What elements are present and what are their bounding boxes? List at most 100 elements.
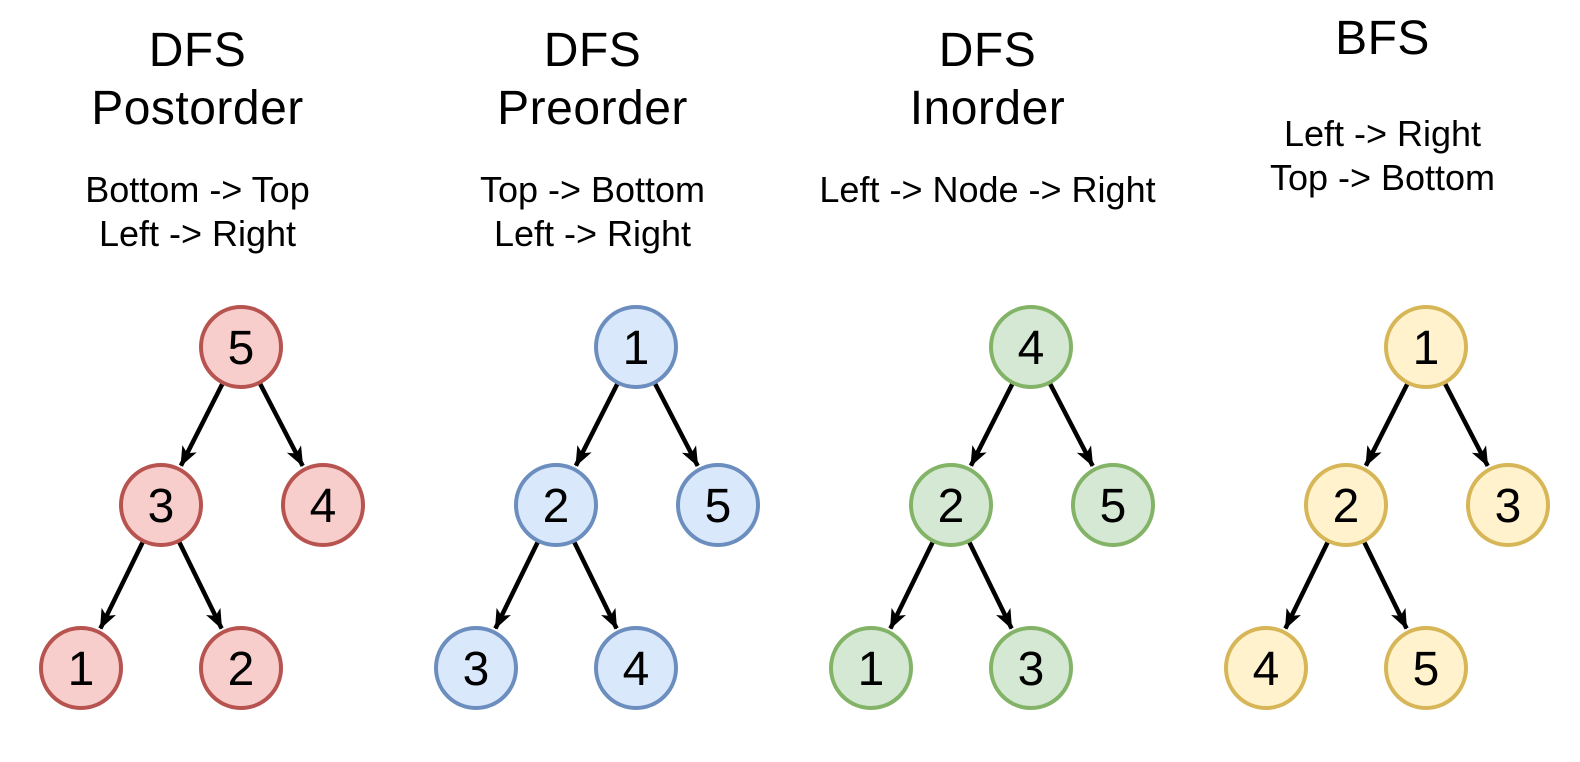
- node-value: 2: [1332, 480, 1359, 533]
- tree-node-left_left: 1: [38, 626, 123, 710]
- binary-tree-svg: 5 3 4 1 2: [38, 305, 365, 710]
- node-circle: [908, 463, 993, 547]
- tree-edge-arrow: [176, 540, 224, 630]
- binary-tree-svg: 1 2 5 3 4: [433, 305, 760, 710]
- node-circle: [198, 305, 283, 389]
- node-value: 5: [1099, 480, 1126, 533]
- column-dfs-preorder: DFS Preorder Top -> Bottom Left -> Right…: [395, 0, 790, 762]
- tree-edge-arrow: [571, 540, 619, 630]
- column-title: DFS Preorder: [497, 24, 688, 135]
- column-title: DFS Postorder: [91, 24, 304, 135]
- tree-edge-arrow: [1361, 540, 1409, 630]
- node-value: 1: [622, 322, 649, 375]
- node-value: 4: [1252, 643, 1279, 696]
- node-value: 3: [462, 643, 489, 696]
- binary-tree-svg: 1 2 3 4 5: [1223, 305, 1550, 710]
- node-circle: [118, 463, 203, 547]
- node-value: 5: [1412, 643, 1439, 696]
- node-circle: [1223, 626, 1308, 710]
- node-value: 1: [857, 643, 884, 696]
- node-value: 3: [1494, 480, 1521, 533]
- node-circle: [988, 626, 1073, 710]
- node-circle: [38, 626, 123, 710]
- tree-node-left: 2: [908, 463, 993, 547]
- tree-edge-arrow: [1363, 382, 1410, 467]
- column-header: DFS Inorder Left -> Node -> Right: [790, 0, 1185, 297]
- tree-node-right: 5: [1070, 463, 1155, 547]
- node-circle: [198, 626, 283, 710]
- node-circle: [593, 626, 678, 710]
- node-value: 2: [937, 480, 964, 533]
- tree-node-left: 2: [513, 463, 598, 547]
- tree-node-left: 2: [1303, 463, 1388, 547]
- tree-node-root: 5: [198, 305, 283, 389]
- column-subtitle: Bottom -> Top Left -> Right: [85, 169, 310, 254]
- node-value: 3: [1017, 643, 1044, 696]
- column-dfs-inorder: DFS Inorder Left -> Node -> Right 4 2 5 1 3: [790, 0, 1185, 762]
- node-value: 3: [147, 480, 174, 533]
- tree-node-root: 1: [593, 305, 678, 389]
- node-circle: [1070, 463, 1155, 547]
- node-value: 5: [704, 480, 731, 533]
- node-circle: [433, 626, 518, 710]
- node-circle: [828, 626, 913, 710]
- node-value: 2: [542, 480, 569, 533]
- node-circle: [1383, 305, 1468, 389]
- node-value: 4: [622, 643, 649, 696]
- tree-edge-arrow: [1047, 382, 1095, 467]
- tree-dfs-postorder: 5 3 4 1 2: [13, 297, 383, 717]
- tree-edge-arrow: [966, 540, 1014, 630]
- node-value: 5: [227, 322, 254, 375]
- column-header: BFS Left -> Right Top -> Bottom: [1185, 0, 1580, 297]
- node-circle: [1465, 463, 1550, 547]
- tree-edge-arrow: [652, 382, 700, 467]
- node-value: 1: [1412, 322, 1439, 375]
- column-subtitle: Left -> Right Top -> Bottom: [1269, 113, 1496, 198]
- column-header: DFS Postorder Bottom -> Top Left -> Righ…: [0, 0, 395, 297]
- tree-node-right: 4: [280, 463, 365, 547]
- tree-dfs-preorder: 1 2 5 3 4: [408, 297, 778, 717]
- tree-dfs-inorder: 4 2 5 1 3: [803, 297, 1173, 717]
- tree-node-left_left: 4: [1223, 626, 1308, 710]
- node-circle: [1383, 626, 1468, 710]
- node-circle: [593, 305, 678, 389]
- tree-bfs: 1 2 3 4 5: [1198, 297, 1568, 717]
- tree-edge-arrow: [573, 382, 620, 467]
- column-subtitle: Left -> Node -> Right: [819, 169, 1156, 210]
- tree-edge-arrow: [97, 540, 145, 630]
- node-value: 4: [1017, 322, 1044, 375]
- tree-edge-arrow: [1282, 540, 1330, 630]
- tree-node-right: 3: [1465, 463, 1550, 547]
- tree-node-right: 5: [675, 463, 760, 547]
- tree-node-left_right: 2: [198, 626, 283, 710]
- column-title: BFS: [1335, 12, 1430, 65]
- tree-node-left_right: 4: [593, 626, 678, 710]
- tree-node-left_right: 3: [988, 626, 1073, 710]
- tree-edge-arrow: [257, 382, 305, 467]
- node-circle: [513, 463, 598, 547]
- node-circle: [675, 463, 760, 547]
- tree-node-root: 1: [1383, 305, 1468, 389]
- node-value: 4: [309, 480, 336, 533]
- tree-edge-arrow: [968, 382, 1015, 467]
- node-value: 2: [227, 643, 254, 696]
- tree-node-left_right: 5: [1383, 626, 1468, 710]
- tree-node-root: 4: [988, 305, 1073, 389]
- tree-edge-arrow: [887, 540, 935, 630]
- column-bfs: BFS Left -> Right Top -> Bottom 1 2 3 4 5: [1185, 0, 1580, 762]
- column-title: DFS Inorder: [909, 24, 1066, 135]
- node-circle: [1303, 463, 1388, 547]
- tree-edge-arrow: [1442, 382, 1490, 467]
- tree-node-left: 3: [118, 463, 203, 547]
- tree-edge-arrow: [492, 540, 540, 630]
- tree-edge-arrow: [178, 382, 225, 467]
- column-header: DFS Preorder Top -> Bottom Left -> Right: [395, 0, 790, 297]
- binary-tree-svg: 4 2 5 1 3: [828, 305, 1155, 710]
- tree-node-left_left: 3: [433, 626, 518, 710]
- column-subtitle: Top -> Bottom Left -> Right: [479, 169, 706, 254]
- column-dfs-postorder: DFS Postorder Bottom -> Top Left -> Righ…: [0, 0, 395, 762]
- tree-node-left_left: 1: [828, 626, 913, 710]
- node-circle: [988, 305, 1073, 389]
- node-circle: [280, 463, 365, 547]
